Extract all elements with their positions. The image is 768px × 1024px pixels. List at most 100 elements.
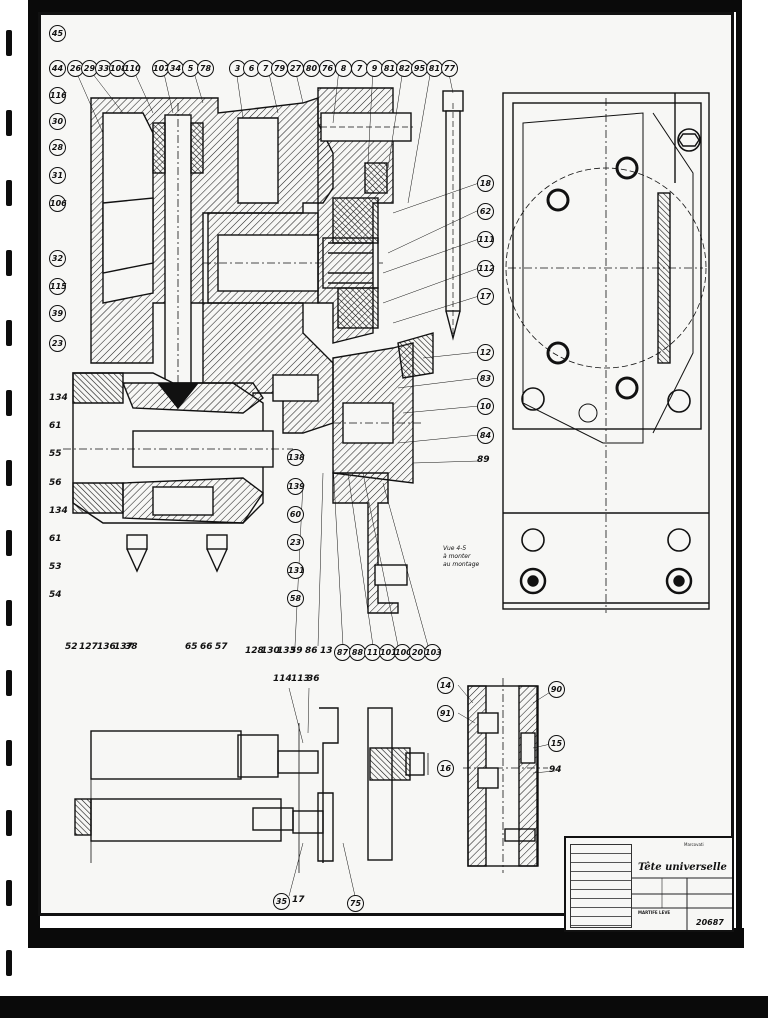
callout-label: 39 xyxy=(49,305,66,322)
binder-hole xyxy=(6,600,12,626)
callout-label: 115 xyxy=(49,278,67,295)
lower-views xyxy=(74,678,556,897)
callout-label: 75 xyxy=(347,895,364,912)
callout-label: 106 xyxy=(49,195,67,212)
callout-label: 107 xyxy=(152,60,170,77)
callout-label: 78 xyxy=(197,60,214,77)
callout-label: 13 xyxy=(320,646,333,656)
binder-hole xyxy=(6,110,12,136)
callout-label: 137 xyxy=(114,642,133,652)
callout-label: 16 xyxy=(437,760,454,777)
callout-label: 110 xyxy=(123,60,141,77)
callout-label: 34 xyxy=(167,60,184,77)
callout-label: 14 xyxy=(437,677,454,694)
callout-label: 86 xyxy=(305,646,318,656)
callout-label: 7 xyxy=(257,60,274,77)
technical-drawing xyxy=(63,68,710,897)
callout-label: 60 xyxy=(287,506,304,523)
callout-label: 89 xyxy=(477,455,490,465)
callout-label: 114 xyxy=(273,674,292,684)
callout-label: 8 xyxy=(335,60,352,77)
callout-label: 90 xyxy=(548,681,565,698)
binder-hole xyxy=(6,390,12,416)
callout-label: 139 xyxy=(287,478,305,495)
binder-hole xyxy=(6,530,12,556)
callout-label: 128 xyxy=(245,646,264,656)
binder-hole xyxy=(6,30,12,56)
callout-label: 17 xyxy=(292,895,305,905)
callout-label: 23 xyxy=(287,534,304,551)
callout-label: 131 xyxy=(287,562,305,579)
binder-hole xyxy=(6,740,12,766)
callout-label: 77 xyxy=(441,60,458,77)
title-block-grid xyxy=(632,877,732,930)
callout-label: 62 xyxy=(477,203,494,220)
callout-label: 18 xyxy=(477,175,494,192)
callout-label: 52 xyxy=(65,642,78,652)
scan-edge-right xyxy=(736,0,742,945)
callout-label: 17 xyxy=(477,288,494,305)
callout-label: 35 xyxy=(273,893,290,910)
scan-edge-left xyxy=(28,0,40,940)
callout-label: 83 xyxy=(477,370,494,387)
callout-label: 55 xyxy=(49,449,62,459)
callout-label: 56 xyxy=(49,478,62,488)
callout-label: 112 xyxy=(477,260,495,277)
callout-label: 12 xyxy=(477,344,494,361)
callout-label: 94 xyxy=(549,765,562,775)
callout-label: 57 xyxy=(215,642,228,652)
callout-label: 130 xyxy=(261,646,280,656)
scan-edge-top xyxy=(28,0,740,12)
scan-edge-page-bottom xyxy=(0,996,768,1018)
callout-label: 80 xyxy=(303,60,320,77)
callout-label: 66 xyxy=(200,642,213,652)
callout-label: 103 xyxy=(424,644,442,661)
callout-label: 76 xyxy=(319,60,336,77)
callout-label: 113 xyxy=(291,674,310,684)
callout-label: 27 xyxy=(287,60,304,77)
callout-label: 54 xyxy=(49,590,62,600)
callout-label: 28 xyxy=(49,139,66,156)
binder-hole xyxy=(6,320,12,346)
callout-label: 36 xyxy=(307,674,320,684)
callout-label: 32 xyxy=(49,250,66,267)
callout-label: 84 xyxy=(477,427,494,444)
callout-label: 30 xyxy=(49,113,66,130)
callout-label: 116 xyxy=(49,87,67,104)
callout-label: 81 xyxy=(381,60,398,77)
binder-hole xyxy=(6,250,12,276)
callout-label: 127 xyxy=(79,642,98,652)
callout-label: 23 xyxy=(49,335,66,352)
callout-label: 111 xyxy=(477,231,495,248)
title-block: Marcovati Tête universelle MARTIFE LEVE … xyxy=(564,836,734,932)
callout-label: 65 xyxy=(185,642,198,652)
callout-label: 9 xyxy=(366,60,383,77)
binder-hole xyxy=(6,670,12,696)
callout-label: 44 xyxy=(49,60,66,77)
callout-label: 58 xyxy=(287,590,304,607)
company-label: Marcovati xyxy=(684,842,704,847)
callout-label: 136 xyxy=(97,642,116,652)
callout-label: 91 xyxy=(437,705,454,722)
callout-label: 31 xyxy=(49,167,66,184)
callout-label: 134 xyxy=(49,506,68,516)
callout-label: 133 xyxy=(277,646,296,656)
revision-table xyxy=(570,844,632,928)
drawing-title: Tête universelle xyxy=(638,862,727,873)
callout-label: 10 xyxy=(477,398,494,415)
binder-hole xyxy=(6,950,12,976)
binder-hole xyxy=(6,810,12,836)
callout-label: 134 xyxy=(49,393,68,403)
binder-hole xyxy=(6,180,12,206)
binder-hole xyxy=(6,880,12,906)
callout-label: 15 xyxy=(548,735,565,752)
callout-label: 53 xyxy=(49,562,62,572)
callout-label: 59 xyxy=(290,646,303,656)
callout-label: 61 xyxy=(49,421,62,431)
callout-label: 38 xyxy=(125,642,138,652)
callout-label: 45 xyxy=(49,25,66,42)
scan-edge-bottom xyxy=(28,928,744,948)
company-name: MARTIFE LEVE xyxy=(638,910,671,915)
callout-label: 138 xyxy=(287,449,305,466)
drawing-number: 20687 xyxy=(696,918,724,927)
